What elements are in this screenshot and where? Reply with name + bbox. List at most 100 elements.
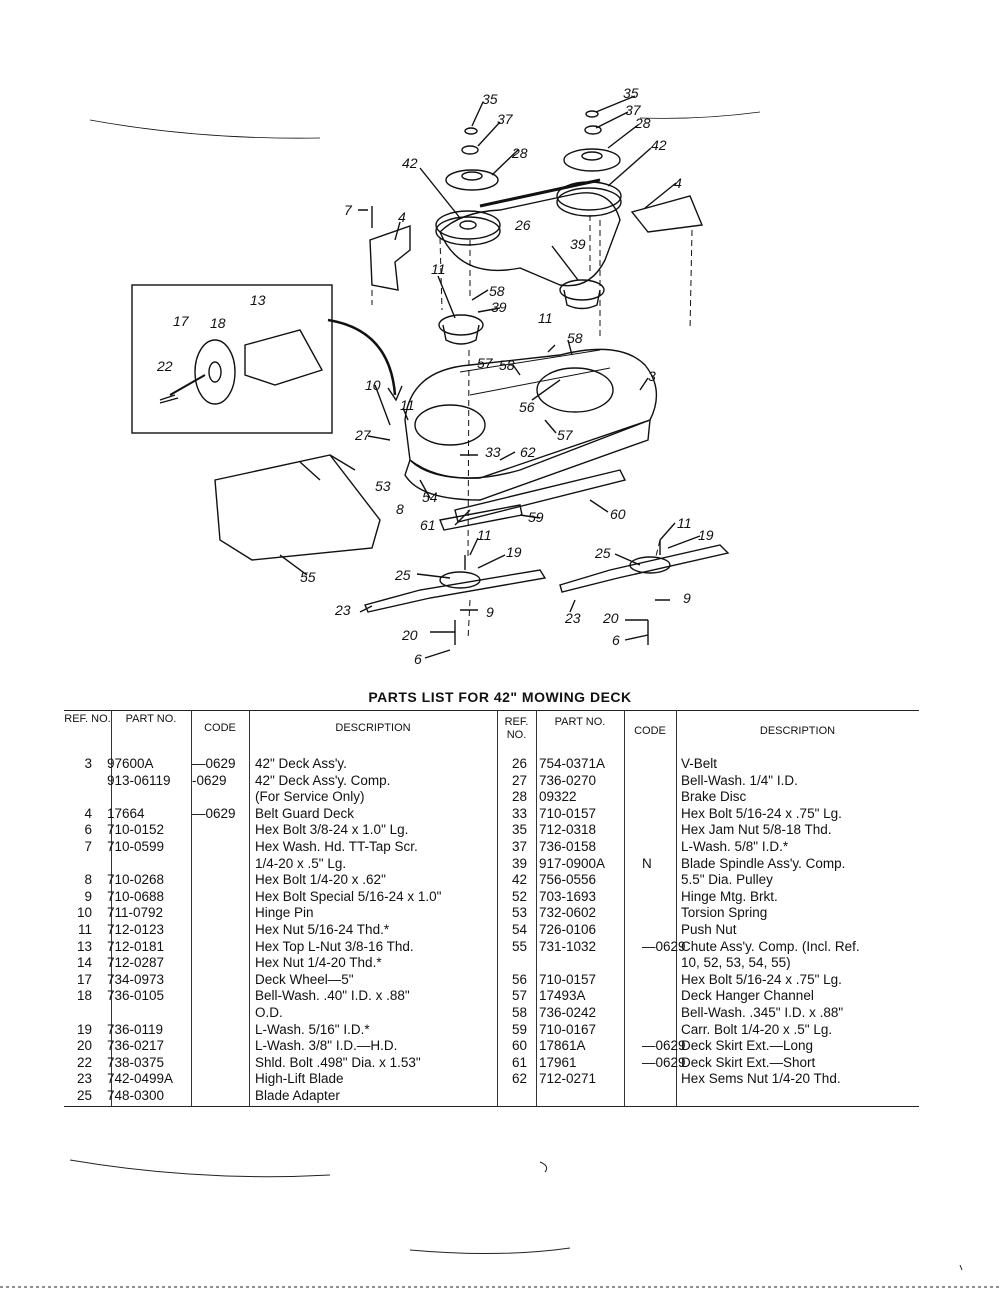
- parts-row: (For Service Only): [64, 789, 497, 806]
- part-ref-no: 20: [76, 1038, 92, 1054]
- callout-6: 6: [612, 632, 620, 648]
- part-number: 736-0119: [107, 1021, 164, 1037]
- callout-35: 35: [482, 91, 498, 107]
- part-description: Deck Hanger Channel: [681, 988, 814, 1004]
- callout-23: 23: [334, 602, 351, 618]
- parts-row: O.D.: [64, 1005, 497, 1022]
- callout-37: 37: [497, 111, 514, 127]
- part-number: 17493A: [539, 988, 586, 1004]
- part-number: 710-0688: [107, 888, 165, 904]
- callout-9: 9: [683, 590, 691, 606]
- part-description: Hex Bolt 1/4-20 x .62": [255, 872, 386, 888]
- column-divider: [249, 710, 250, 1107]
- part-ref-no: 33: [511, 805, 527, 821]
- parts-row: 3 97600A —0629 42" Deck Ass'y.: [64, 756, 497, 773]
- part-number: 17961: [539, 1054, 577, 1070]
- callout-4: 4: [674, 175, 682, 191]
- part-ref-no: 23: [76, 1071, 92, 1087]
- part-description: Carr. Bolt 1/4-20 x .5" Lg.: [681, 1021, 833, 1037]
- header-code-right: CODE: [634, 725, 666, 737]
- part-ref-no: 56: [511, 971, 527, 987]
- part-description: Hex Bolt 3/8-24 x 1.0" Lg.: [255, 822, 409, 838]
- part-number: 732-0602: [539, 905, 597, 921]
- part-number: 736-0217: [107, 1038, 165, 1054]
- callout-59: 59: [528, 509, 544, 525]
- part-description: O.D.: [255, 1004, 283, 1020]
- part-description: (For Service Only): [255, 789, 365, 805]
- callout-20: 20: [602, 610, 619, 626]
- part-ref-no: 39: [511, 855, 527, 871]
- callout-42: 42: [402, 155, 418, 171]
- callout-25: 25: [394, 567, 411, 583]
- part-number: 731-1032: [539, 938, 597, 954]
- part-description: Hex Nut 5/16-24 Thd.*: [255, 921, 390, 937]
- callout-60: 60: [610, 506, 626, 522]
- header-ref-no-right: REF. NO.: [504, 716, 529, 741]
- callout-26: 26: [514, 217, 531, 233]
- header-ref-no: REF. NO.: [64, 713, 111, 725]
- part-ref-no: 62: [511, 1071, 527, 1087]
- part-ref-no: 11: [77, 921, 92, 937]
- callout-28: 28: [511, 145, 528, 161]
- callout-19: 19: [698, 527, 714, 543]
- part-number: 712-0271: [539, 1071, 597, 1087]
- callout-25: 25: [594, 545, 611, 561]
- callout-57: 57: [557, 427, 574, 443]
- callout-17: 17: [173, 313, 190, 329]
- part-description: Hex Wash. Hd. TT-Tap Scr.: [255, 838, 418, 854]
- callout-18: 18: [210, 315, 226, 331]
- part-number: 756-0556: [539, 872, 597, 888]
- part-code: —0629: [192, 805, 236, 821]
- part-description: Hex Bolt 5/16-24 x .75" Lg.: [681, 971, 842, 987]
- callout-4: 4: [398, 209, 406, 225]
- part-description: 42" Deck Ass'y.: [255, 756, 347, 771]
- part-ref-no: 19: [76, 1021, 92, 1037]
- part-ref-no: 9: [84, 888, 92, 904]
- column-divider: [111, 710, 112, 1107]
- part-ref-no: 27: [511, 772, 527, 788]
- part-ref-no: 52: [511, 888, 527, 904]
- part-number: 736-0158: [539, 838, 597, 854]
- callout-39: 39: [491, 299, 507, 315]
- callout-11: 11: [477, 527, 492, 543]
- part-number: 712-0181: [107, 938, 165, 954]
- part-code: —0629: [192, 756, 236, 771]
- parts-row: 10, 52, 53, 54, 55): [497, 955, 919, 972]
- part-description: Shld. Bolt .498" Dia. x 1.53": [255, 1054, 421, 1070]
- part-code: —0629: [642, 1038, 686, 1054]
- part-description: L-Wash. 3/8" I.D.—H.D.: [255, 1038, 398, 1054]
- part-number: 736-0242: [539, 1004, 597, 1020]
- part-number: 710-0167: [539, 1021, 597, 1037]
- part-number: 710-0157: [539, 971, 597, 987]
- part-description: Chute Ass'y. Comp. (Incl. Ref.: [681, 938, 860, 954]
- part-number: 97600A: [107, 756, 154, 771]
- part-number: 711-0792: [107, 905, 164, 921]
- part-number: 734-0973: [107, 971, 165, 987]
- part-description: Blade Adapter: [255, 1087, 340, 1103]
- header-part-no: PART NO.: [125, 713, 177, 725]
- part-number: 710-0152: [107, 822, 165, 838]
- part-number: 736-0105: [107, 988, 165, 1004]
- part-ref-no: 26: [511, 756, 527, 771]
- part-number: 748-0300: [107, 1087, 165, 1103]
- part-ref-no: 55: [511, 938, 527, 954]
- part-ref-no: 3: [84, 756, 92, 771]
- part-code: -0629: [192, 772, 227, 788]
- part-number: 917-0900A: [539, 855, 606, 871]
- callout-58: 58: [567, 330, 583, 346]
